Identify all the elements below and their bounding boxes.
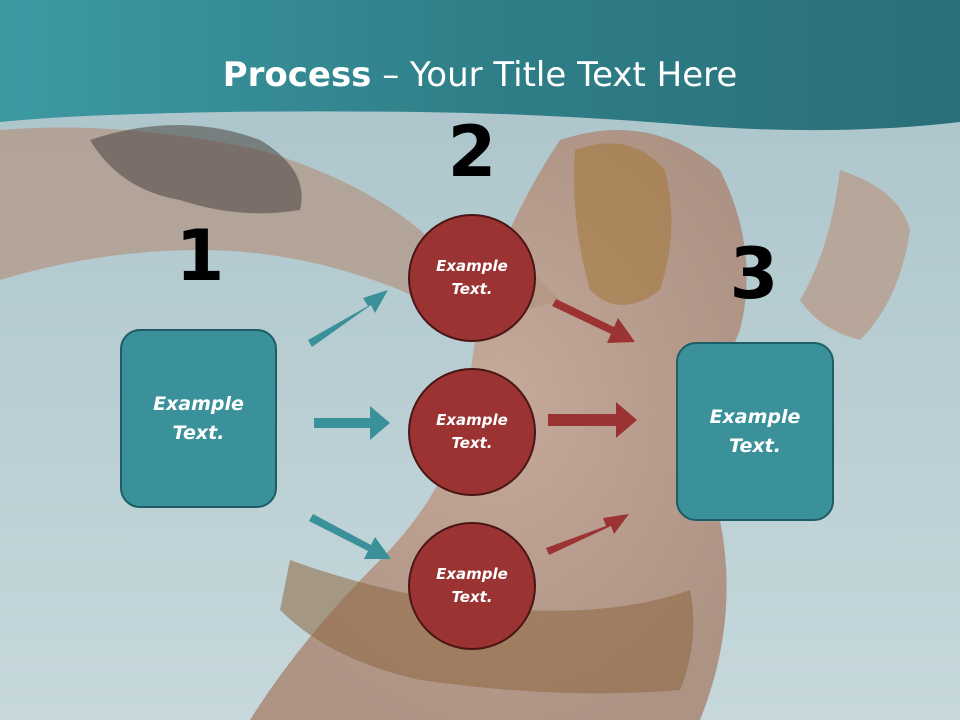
step-1-text: Example Text. (153, 392, 244, 444)
step-1-box: Example Text. (120, 329, 277, 508)
step-3-text: Example Text. (709, 405, 801, 457)
step-number-2: 2 (447, 111, 497, 193)
step-3-box: Example Text. (676, 342, 834, 521)
step-number-3: 3 (729, 233, 779, 315)
slide-title: Process – Your Title Text Here (0, 52, 960, 98)
circle-top-text: Example Text. (436, 257, 508, 298)
title-bold: Process (222, 55, 372, 95)
header-band (0, 0, 960, 131)
circle-middle-text: Example Text. (436, 411, 508, 452)
title-rest: – Your Title Text Here (371, 55, 738, 95)
step-2-circle-top: Example Text. (408, 214, 536, 342)
circle-bottom-text: Example Text. (436, 565, 508, 606)
step-number-1: 1 (175, 215, 225, 297)
step-2-circle-middle: Example Text. (408, 368, 536, 496)
step-2-circle-bottom: Example Text. (408, 522, 536, 650)
